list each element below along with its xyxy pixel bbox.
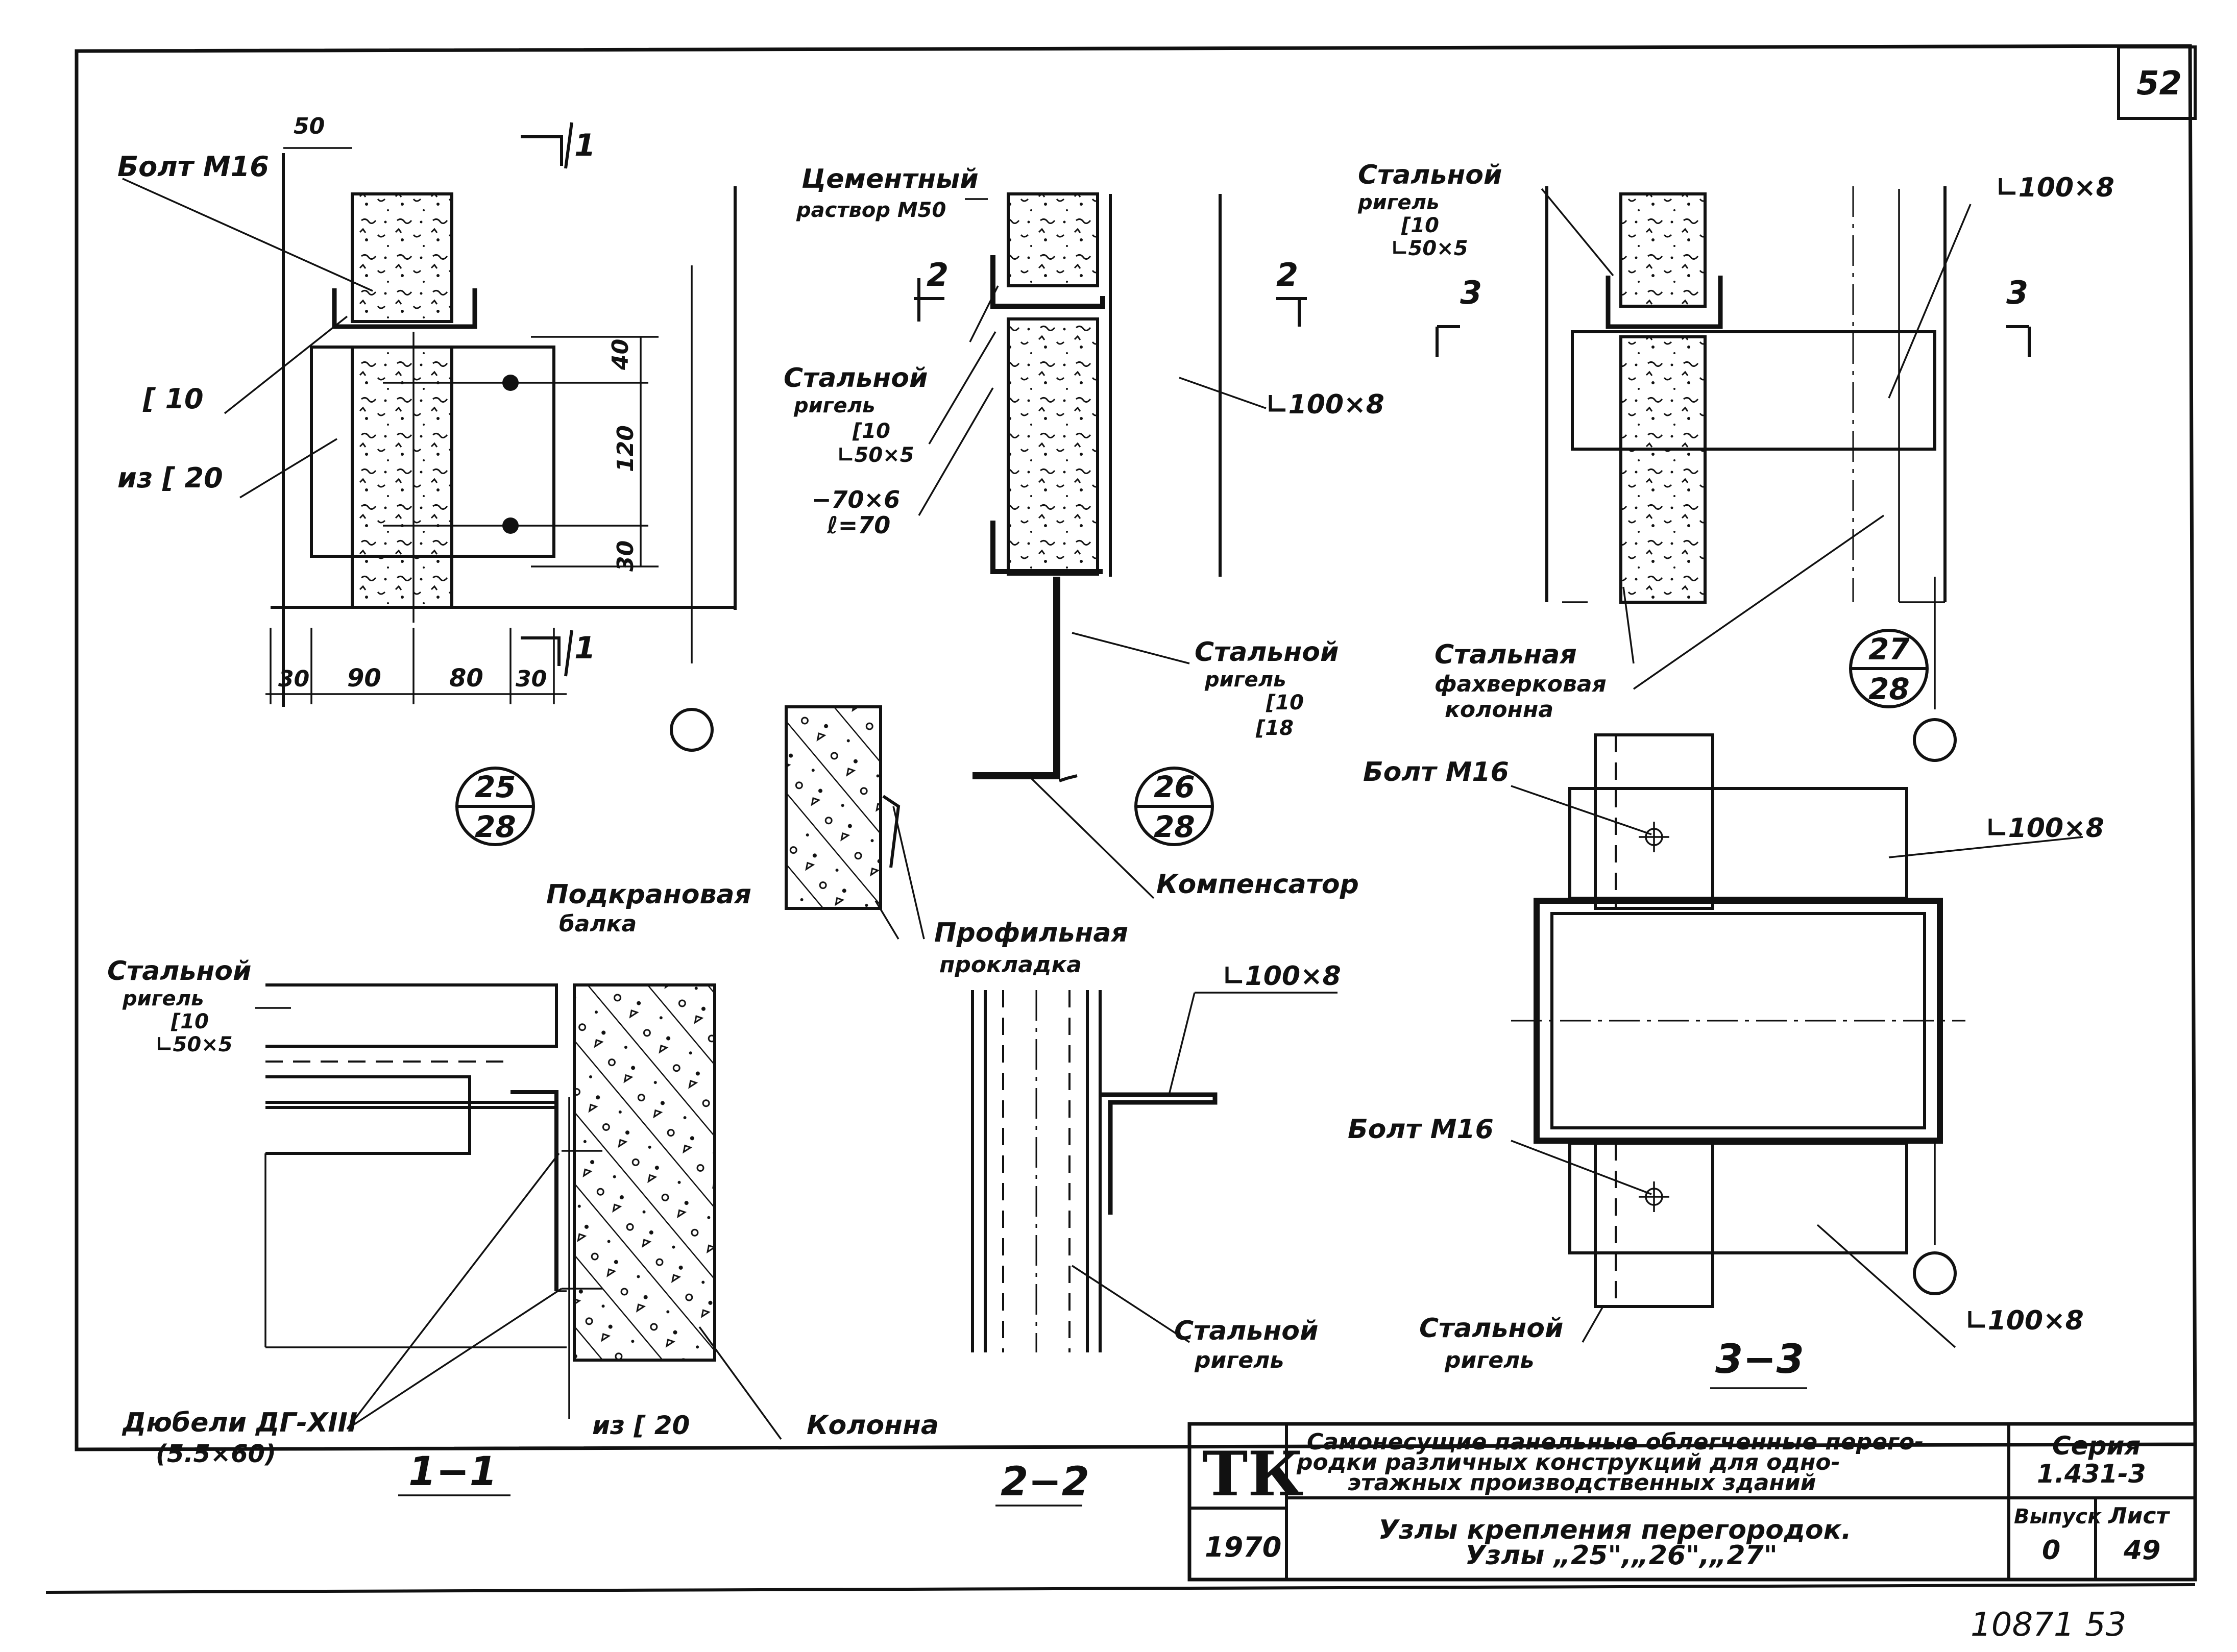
node-25-drawing (122, 122, 737, 846)
title-block (1187, 1422, 2197, 1582)
node26-crane-beam-label-2: балка (559, 911, 637, 937)
title-block-title-line-1: Самонесущие панельные облегченные перего… (1307, 1429, 1924, 1455)
node25-dim-30a: 30 (278, 666, 309, 692)
node25-plate-label: из [ 20 (117, 462, 223, 494)
section11-dowels-label-2: (5.5×60) (156, 1440, 276, 1468)
node25-section-mark-bottom: 1 (574, 630, 596, 666)
section-3-3-drawing (1511, 733, 2083, 1389)
title-block-series-label: Серия (2052, 1431, 2141, 1461)
page-number: 52 (2136, 65, 2182, 103)
node25-dim-120: 120 (613, 425, 639, 472)
section22-girder-label-1: Стальной (1174, 1316, 1318, 1346)
node26-girder2-label-1: Стальной (1195, 637, 1339, 668)
node26-section-mark-left: 2 (927, 256, 949, 293)
title-block-subtitle-line-2: Узлы „25",„26",„27" (1465, 1540, 1778, 1571)
node27-section-mark-left: 3 (1460, 274, 1482, 311)
node25-dim-30b: 30 (516, 666, 547, 692)
node25-dim-40: 40 (607, 339, 634, 371)
node26-crane-beam-label-1: Подкрановая (546, 879, 751, 910)
node26-callout-number: 26 (1154, 770, 1195, 804)
node25-dim-top: 50 (294, 113, 325, 139)
node-27-drawing (1436, 186, 2031, 762)
node27-section-mark-right: 3 (2006, 274, 2028, 311)
node27-girder-label-2: ригель (1357, 191, 1439, 214)
node27-column-label-3: колонна (1445, 697, 1553, 723)
bottom-stamp: 10871 53 (1971, 1606, 2126, 1644)
section-2-2-drawing (971, 990, 1338, 1507)
node26-callout-sheet: 28 (1154, 809, 1195, 844)
section33-title: 3−3 (1715, 1337, 1804, 1383)
node26-girder2-label-2: ригель (1204, 668, 1286, 692)
node25-callout-sheet: 28 (475, 809, 516, 844)
title-block-sheet-value: 49 (2123, 1535, 2160, 1566)
node27-girder-label-4: ∟50×5 (1391, 237, 1468, 260)
node26-gasket-label-1: Профильная (934, 918, 1128, 948)
node26-gasket-label-2: прокладка (939, 952, 1082, 978)
title-block-series-value: 1.431-3 (2037, 1459, 2146, 1489)
node25-dim-90: 90 (347, 664, 381, 693)
section11-girder-label-3: [10 (171, 1010, 209, 1033)
node26-plate-label-1: −70×6 (812, 486, 900, 513)
section11-girder-label-1: Стальной (107, 956, 251, 987)
node26-girder2-label-3: [10 (1266, 691, 1304, 714)
title-block-sheet-label: Лист (2107, 1503, 2170, 1529)
title-block-year: 1970 (1205, 1531, 1281, 1563)
node26-compensator-label: Компенсатор (1156, 869, 1359, 900)
node25-bolt-label: Болт М16 (117, 151, 269, 183)
section33-bolt2-label: Болт М16 (1348, 1114, 1494, 1145)
node26-girder-label-4: ∟50×5 (837, 443, 914, 467)
section11-title: 1−1 (408, 1449, 497, 1495)
node26-section-mark-right: 2 (1276, 256, 1298, 293)
node26-girder-label-1: Стальной (784, 363, 928, 393)
section22-title: 2−2 (1001, 1459, 1089, 1505)
node-26-drawing (785, 192, 1307, 940)
node26-mortar-label-1: Цементный (801, 164, 979, 194)
title-block-title-line-2: родки различных конструкций для одно- (1296, 1449, 1840, 1475)
title-block-title-line-3: этажных производственных зданий (1348, 1470, 1816, 1496)
node26-plate-label-2: ℓ=70 (826, 511, 890, 539)
title-block-subtitle-line-1: Узлы крепления перегородок. (1378, 1515, 1852, 1545)
node27-column-label-1: Стальная (1434, 639, 1577, 670)
section11-column-label: Колонна (807, 1410, 939, 1441)
section22-girder-label-2: ригель (1194, 1347, 1284, 1373)
node25-channel-label: [ 10 (142, 383, 204, 415)
node25-section-mark-top: 1 (574, 128, 596, 163)
node27-girder-label-1: Стальной (1358, 160, 1502, 190)
section11-girder-label-2: ригель (122, 987, 204, 1010)
node27-column-label-2: фахверковая (1434, 671, 1607, 697)
section11-girder-label-4: ∟50×5 (156, 1033, 233, 1056)
node26-girder-label-2: ригель (793, 394, 875, 417)
title-block-issue-label: Выпуск (2014, 1505, 2102, 1528)
section11-plate-label: из [ 20 (592, 1411, 690, 1440)
node26-angle-label: ∟100×8 (1266, 389, 1384, 420)
section-1-1-drawing (255, 983, 782, 1496)
section33-bolt1-label: Болт М16 (1363, 757, 1509, 787)
title-block-issue-value: 0 (2042, 1535, 2060, 1566)
section33-angle1-label: ∟100×8 (1986, 813, 2104, 844)
node26-girder2-label-4: [18 (1255, 717, 1294, 740)
section11-dowels-label-1: Дюбели ДГ-XIII (121, 1408, 357, 1438)
node27-angle-label: ∟100×8 (1996, 172, 2114, 203)
section33-girder-label-2: ригель (1444, 1347, 1534, 1373)
section33-girder-label-1: Стальной (1419, 1313, 1563, 1344)
node25-dim-30v: 30 (613, 540, 639, 572)
node26-girder-label-3: [10 (852, 420, 890, 443)
node27-girder-label-3: [10 (1401, 214, 1439, 237)
section33-angle2-label: ∟100×8 (1965, 1305, 2084, 1336)
node25-dim-80: 80 (449, 664, 483, 693)
title-block-logo: ТК (1202, 1438, 1303, 1510)
node26-mortar-label-2: раствор М50 (796, 199, 946, 222)
node25-callout-number: 25 (475, 770, 516, 804)
section22-angle-label: ∟100×8 (1223, 961, 1341, 992)
node27-callout-number: 27 (1868, 632, 1910, 667)
node27-callout-sheet: 28 (1868, 672, 1910, 706)
